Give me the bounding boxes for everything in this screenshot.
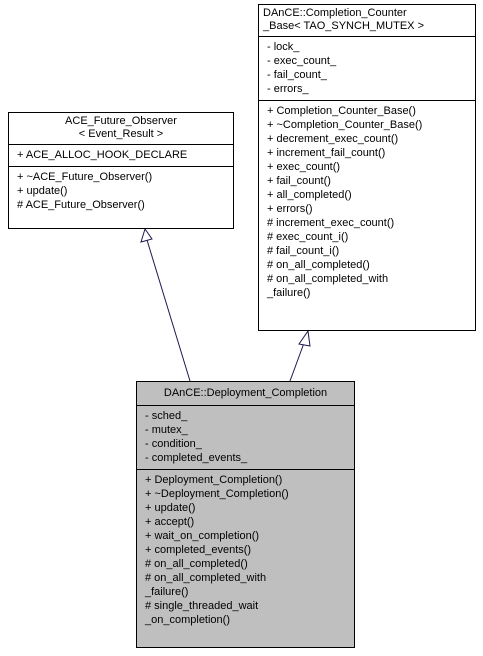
- attribute-item[interactable]: - completed_events_: [145, 452, 248, 464]
- inheritance-arrowhead-icon: [298, 329, 311, 347]
- operation-item[interactable]: # exec_count_i(): [267, 231, 349, 243]
- attributes-section: + ACE_ALLOC_HOOK_DECLARE: [9, 144, 233, 166]
- operation-item[interactable]: + fail_count(): [267, 175, 331, 187]
- operation-item[interactable]: + completed_events(): [145, 544, 252, 556]
- class-ace-future-observer[interactable]: ACE_Future_Observer < Event_Result > + A…: [8, 112, 234, 229]
- operation-item[interactable]: # fail_count_i(): [267, 245, 340, 257]
- operation-item[interactable]: + ~Deployment_Completion(): [145, 488, 289, 500]
- class-completion-counter-base[interactable]: DAnCE::Completion_Counter _Base< TAO_SYN…: [258, 4, 476, 331]
- attributes-section: - lock_ - exec_count_ - fail_count_ - error…: [259, 36, 475, 100]
- class-deployment-completion[interactable]: DAnCE::Deployment_Completion - sched_- m…: [136, 381, 355, 648]
- operation-item[interactable]: + ~ACE_Future_Observer(): [17, 171, 153, 183]
- class-title-line: DAnCE::Deployment_Completion: [163, 387, 328, 399]
- operation-item[interactable]: + Deployment_Completion(): [145, 474, 283, 486]
- operation-item[interactable]: # single_threaded_wait: [145, 600, 259, 612]
- operation-item[interactable]: # on_all_completed(): [267, 259, 370, 271]
- operation-item[interactable]: + update(): [145, 502, 196, 514]
- operation-item[interactable]: + exec_count(): [267, 161, 341, 173]
- attribute-item[interactable]: - errors_: [267, 83, 309, 95]
- attribute-item[interactable]: - sched_: [145, 410, 188, 422]
- operation-item[interactable]: + Completion_Counter_Base(): [267, 105, 416, 117]
- operation-item[interactable]: + increment_fail_count(): [267, 147, 386, 159]
- operation-item[interactable]: + update(): [17, 185, 68, 197]
- operations-section: + Completion_Counter_Base() + ~Completion…: [259, 100, 475, 304]
- operation-item[interactable]: _failure(): [267, 287, 311, 299]
- operation-item[interactable]: + ~Completion_Counter_Base(): [267, 119, 423, 131]
- attribute-item[interactable]: - condition_: [145, 438, 202, 450]
- operation-item[interactable]: + accept(): [145, 516, 195, 528]
- operation-item[interactable]: # on_all_completed(): [145, 558, 248, 570]
- operations-section: + Deployment_Completion() + ~Deployment_C…: [137, 469, 354, 631]
- operation-item[interactable]: _failure(): [145, 586, 189, 598]
- operation-item[interactable]: # on_all_completed_with: [145, 572, 267, 584]
- operations-section: + ~ACE_Future_Observer() + update() # ACE_…: [9, 166, 233, 216]
- attribute-item[interactable]: - lock_: [267, 41, 300, 53]
- class-title-line: < Event_Result >: [78, 128, 164, 140]
- class-title-line: _Base< TAO_SYNCH_MUTEX >: [263, 20, 424, 32]
- class-title-line: ACE_Future_Observer: [65, 115, 177, 127]
- inheritance-arrowhead-icon: [140, 227, 153, 243]
- class-title: DAnCE::Deployment_Completion: [137, 382, 354, 405]
- attribute-item[interactable]: - exec_count_: [267, 55, 337, 67]
- operation-item[interactable]: # on_all_completed_with: [267, 273, 389, 285]
- operation-item[interactable]: # increment_exec_count(): [267, 217, 395, 229]
- edge-counter-base-to-deployment: [289, 329, 311, 382]
- attributes-section: - sched_ - mutex_ - condition_ - completed_…: [137, 405, 354, 469]
- operation-item[interactable]: _on_completion(): [145, 614, 230, 626]
- attribute-item[interactable]: - fail_count_: [267, 69, 327, 81]
- class-title: ACE_Future_Observer < Event_Result >: [9, 113, 233, 144]
- operation-item[interactable]: # ACE_Future_Observer(): [17, 199, 145, 211]
- attribute-item[interactable]: - mutex_: [145, 424, 188, 436]
- class-title-line: DAnCE::Completion_Counter: [263, 7, 407, 19]
- operation-item[interactable]: + wait_on_completion(): [145, 530, 260, 542]
- attribute-item[interactable]: + ACE_ALLOC_HOOK_DECLARE: [17, 149, 188, 161]
- operation-item[interactable]: + decrement_exec_count(): [267, 133, 399, 145]
- operation-item[interactable]: + errors(): [267, 203, 313, 215]
- class-title: DAnCE::Completion_Counter _Base< TAO_SYN…: [259, 5, 475, 36]
- operation-item[interactable]: + all_completed(): [267, 189, 352, 201]
- edge-future-observer-to-deployment: [140, 227, 191, 382]
